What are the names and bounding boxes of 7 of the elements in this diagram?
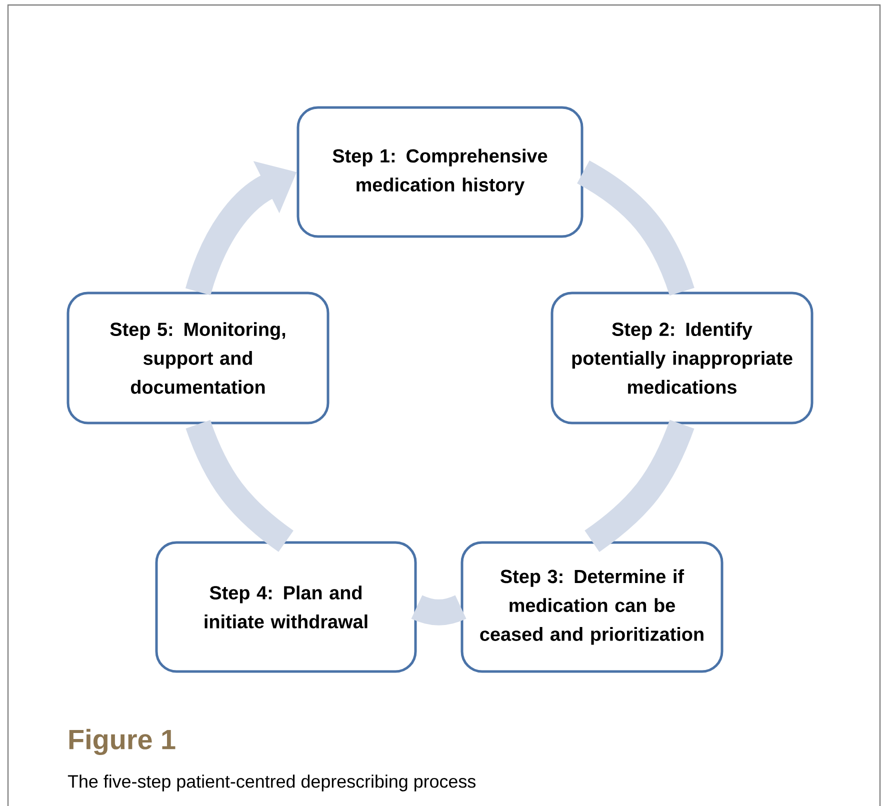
step-box: Step 5: Monitoring, support and documentation (66, 292, 330, 424)
step-box: Step 2: Identify potentially inappropriate medications (550, 292, 814, 424)
step-box: Step 3: Determine if medication can be ceased and prioritization (460, 541, 724, 673)
step-box: Step 4: Plan and initiate withdrawal (155, 541, 417, 673)
figure-title: Figure 1 (69, 728, 176, 756)
figure-caption: The five-step patient-centred deprescribing process (68, 774, 476, 792)
step-box: Step 1: Comprehensive medication history (296, 106, 584, 238)
